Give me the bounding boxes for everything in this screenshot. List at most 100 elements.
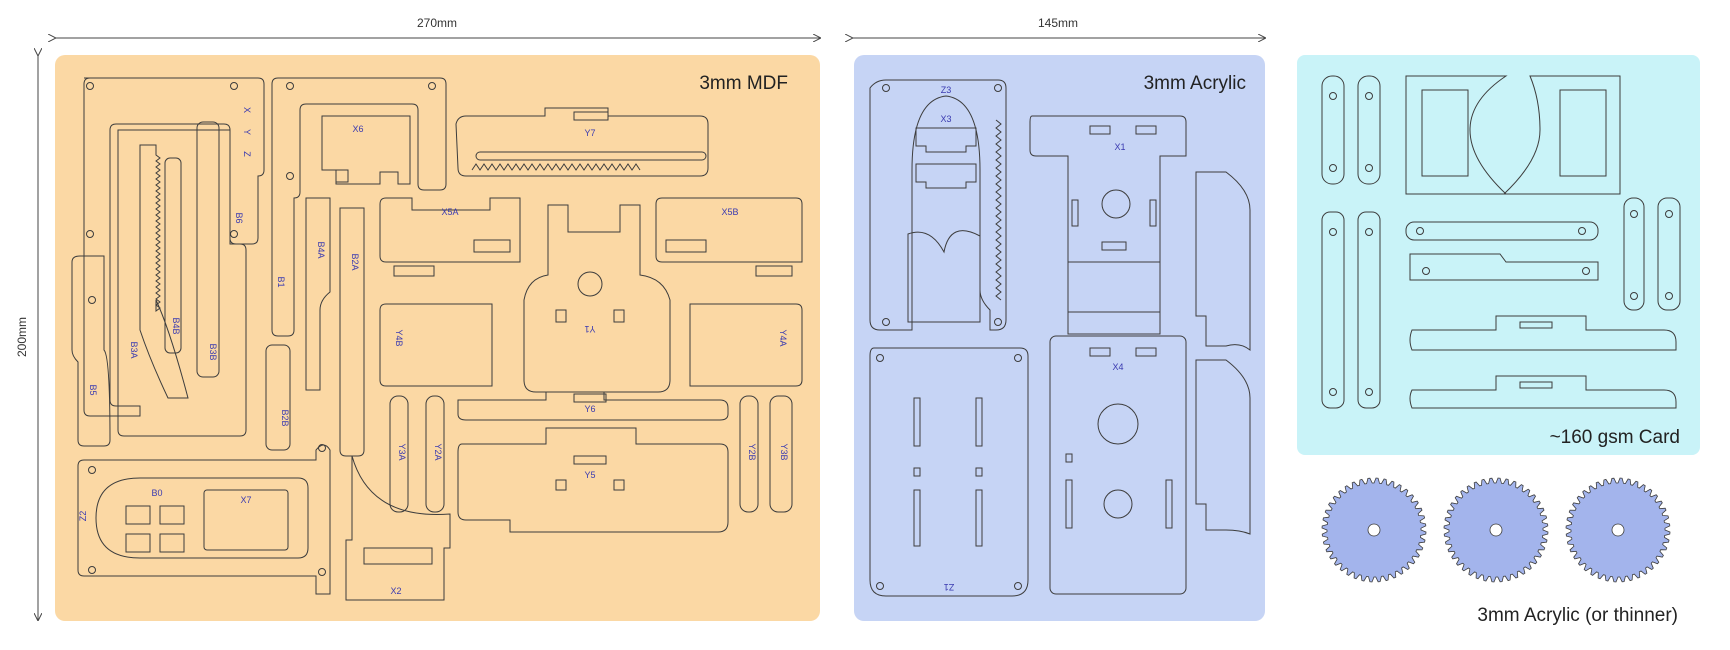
gear-2-hole [1489,523,1503,537]
card-panel: ~160 gsm Card [1297,55,1700,455]
acrylic-panel-title: 3mm Acrylic [1144,73,1246,94]
mounting-hole [428,82,436,90]
card-panel-background [1297,55,1700,455]
mounting-hole [1329,228,1337,236]
label-Y3B: Y3B [779,443,789,460]
mounting-hole [1329,92,1337,100]
mounting-hole [286,172,294,180]
label-Z1: Z1 [944,582,955,592]
part-B2B [265,344,291,451]
label-X2: X2 [390,586,401,596]
mounting-hole [876,582,884,590]
gear-group [1321,477,1671,583]
mounting-hole [994,84,1002,92]
label-Y-axis: Y [242,129,252,135]
label-Z3: Z3 [941,85,952,95]
mounting-hole [1365,388,1373,396]
part-B3A-rack [139,144,189,399]
mounting-hole [86,82,94,90]
part-Y7 [455,107,709,177]
mounting-hole [1014,354,1022,362]
label-X1: X1 [1114,142,1125,152]
part-Y4A [689,303,803,387]
dimension-200mm: 200mm [15,55,38,620]
mounting-hole [230,82,238,90]
label-Y7: Y7 [584,128,595,138]
part-Z3 [869,79,1007,331]
mounting-hole [88,566,96,574]
label-B6: B6 [234,212,244,223]
label-B2B: B2B [280,409,290,426]
label-B4A: B4A [316,241,326,258]
mounting-hole [86,230,94,238]
part-B4B [164,157,182,354]
part-Y6 [457,391,729,421]
label-B1: B1 [276,276,286,287]
mounting-hole [1665,210,1673,218]
mounting-hole [1365,228,1373,236]
label-B0: B0 [151,488,162,498]
part-Y4B [379,303,493,387]
label-X4: X4 [1112,362,1123,372]
gear-3-hole [1611,523,1625,537]
label-Y3A: Y3A [397,443,407,460]
label-B3A: B3A [129,341,139,358]
gears-title: 3mm Acrylic (or thinner) [1477,605,1678,626]
label-Y2A: Y2A [433,443,443,460]
mounting-hole [1630,210,1638,218]
label-X5B: X5B [721,207,738,217]
mdf-panel-title: 3mm MDF [699,73,788,94]
gear-1-hole [1367,523,1381,537]
mounting-hole [1365,164,1373,172]
mounting-hole [1630,292,1638,300]
part-X1 [1029,115,1187,335]
mounting-hole [882,318,890,326]
label-X5A: X5A [441,207,458,217]
dimension-270mm: 270mm [55,16,820,38]
label-B3B: B3B [208,343,218,360]
part-Y3A [389,395,409,513]
mounting-hole [1365,92,1373,100]
part-X6 [321,115,411,185]
dimension-width-label: 270mm [417,16,457,30]
mounting-hole [88,466,96,474]
part-B1-frame [271,77,447,337]
part-B6 [83,77,265,417]
part-Y3B [769,395,793,513]
mounting-hole [1422,267,1430,275]
label-Y2B: Y2B [747,443,757,460]
label-Y1: Y1 [584,324,595,334]
label-Y4B: Y4B [394,329,404,346]
part-Y5 [457,427,729,533]
gears-section: 3mm Acrylic (or thinner) [1321,477,1678,626]
part-bracket-bottom [1195,359,1251,535]
label-X7: X7 [240,495,251,505]
label-B2A: B2A [350,253,360,270]
dimension-acrylic-width-label: 145mm [1038,16,1078,30]
mounting-hole [1665,292,1673,300]
part-X5A [379,197,521,263]
mounting-hole [1329,164,1337,172]
part-B2A [339,207,365,457]
mounting-hole [994,318,1002,326]
dimension-145mm: 145mm [852,16,1265,38]
part-Y2B [739,395,759,513]
part-Z1 [869,347,1029,597]
label-B4B: B4B [171,317,181,334]
part-X4 [1049,335,1187,595]
acrylic-panel: 3mm Acrylic [854,55,1265,621]
part-Y2A [425,395,445,513]
mounting-hole [882,84,890,92]
part-B5 [71,255,111,447]
part-B4A [305,197,331,391]
mounting-hole [318,444,326,452]
mounting-hole [1582,267,1590,275]
part-X5B [655,197,803,263]
label-Z2: Z2 [78,511,88,522]
part-Z2 [77,444,331,595]
mounting-hole [876,354,884,362]
part-X2 [345,455,451,601]
label-X6: X6 [352,124,363,134]
mounting-hole [1416,227,1424,235]
label-X-axis: X [242,107,252,113]
